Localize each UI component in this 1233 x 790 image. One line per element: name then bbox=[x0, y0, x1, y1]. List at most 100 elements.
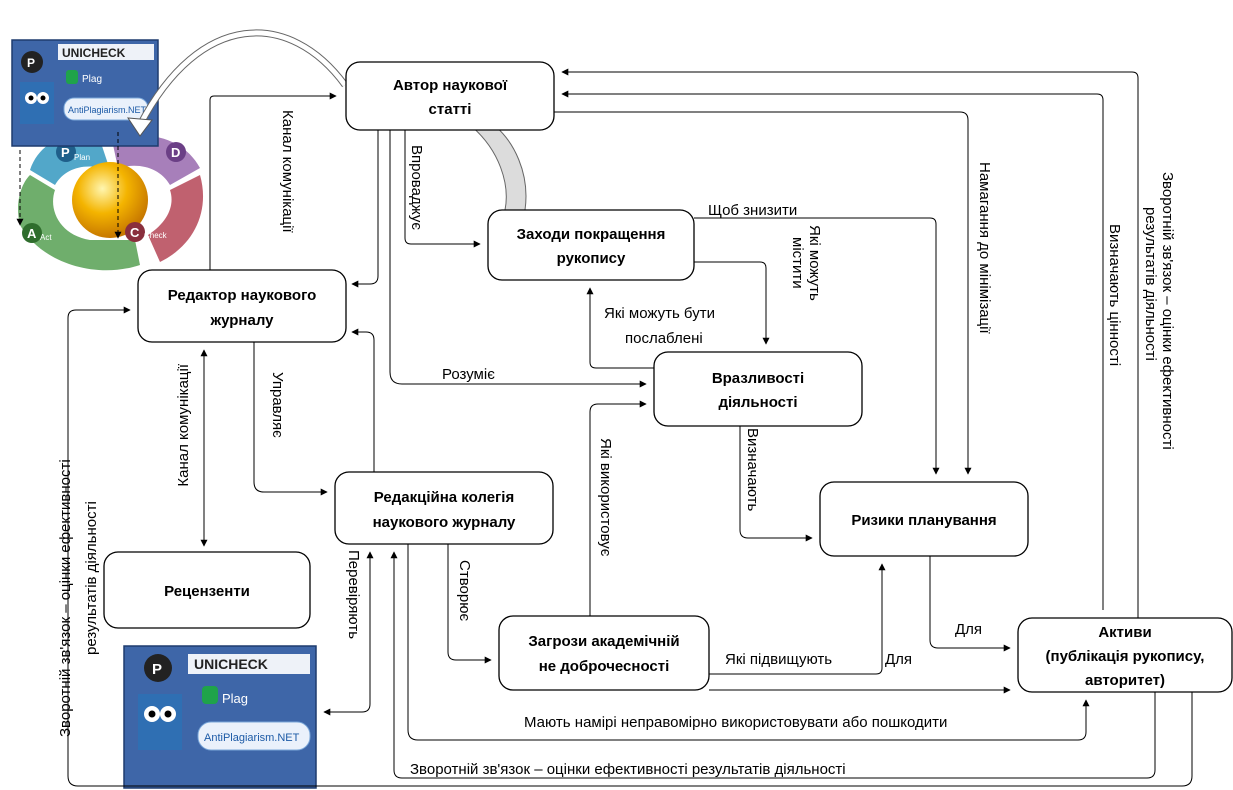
edge-vulnerabilities-to-risks bbox=[739, 426, 813, 542]
unicheck-text: UNICHECK bbox=[62, 46, 126, 60]
label-feedback-left-2: результатів діяльності bbox=[83, 501, 100, 655]
label-manages: Управляє bbox=[269, 372, 286, 438]
author-label-2: статті bbox=[429, 101, 472, 118]
label-feedback-bottom: Зворотній зв'язок – оцінки ефективності … bbox=[410, 761, 846, 778]
edge-measures-to-vulnerabilities bbox=[694, 261, 770, 345]
measures-label-2: рукопису bbox=[557, 250, 626, 267]
threats-box bbox=[498, 615, 710, 691]
plag-logo-icon bbox=[66, 70, 78, 84]
assets-box bbox=[1017, 617, 1233, 693]
unicheck-logo bbox=[58, 44, 154, 60]
label-increase: Які підвищують bbox=[725, 651, 832, 668]
tool-panel-top: P UNICHECK Plag AntiPlagiarism.NET bbox=[11, 39, 159, 147]
label-channel-top: Канал комунікації bbox=[279, 110, 296, 233]
edge-feedback-bottom bbox=[390, 551, 1156, 779]
assets-label-1: Активи bbox=[1098, 624, 1151, 641]
pdca-plan-letter: P bbox=[61, 145, 70, 160]
pdca-cycle: P Plan D C Check A Act bbox=[18, 135, 204, 271]
author-box bbox=[345, 61, 555, 131]
label-determine: Визначають bbox=[744, 428, 761, 512]
label-feedback-left-1: Зворотній зв'язок – оцінки ефективності bbox=[57, 459, 74, 737]
measures-to-author-band bbox=[468, 121, 527, 211]
label-determine-value: Визначають цінності bbox=[1106, 224, 1123, 366]
edge-assets-to-author-value bbox=[561, 90, 1104, 610]
edge-author-to-risks bbox=[554, 111, 972, 475]
editor-label-1: Редактор наукового bbox=[168, 287, 317, 304]
edge-author-to-measures bbox=[404, 130, 481, 248]
edge-vulnerabilities-to-measures bbox=[586, 287, 654, 369]
edge-feedback-right bbox=[561, 68, 1139, 618]
label-may-contain-2: містити bbox=[789, 237, 806, 289]
pdca-plan-badge bbox=[56, 142, 76, 162]
edge-author-to-editor bbox=[351, 130, 379, 288]
assets-label-3: авторитет) bbox=[1085, 672, 1165, 689]
author-label-1: Автор наукової bbox=[393, 77, 508, 94]
vulnerabilities-label-1: Вразливості bbox=[712, 370, 804, 387]
edge-author-to-vulnerabilities bbox=[389, 130, 647, 388]
risks-box bbox=[819, 481, 1029, 557]
node-reviewers: Рецензенти bbox=[103, 551, 311, 629]
plag-logo-icon-2 bbox=[202, 686, 218, 704]
edge-feedback-left bbox=[67, 306, 1193, 787]
author-to-tools-arrowhead bbox=[127, 117, 153, 137]
p-logo-text-2: P bbox=[152, 661, 162, 678]
edge-editor-to-author bbox=[209, 92, 337, 270]
pdca-check-segment bbox=[148, 175, 204, 262]
label-feedback-right-1: Зворотній зв'язок – оцінки ефективності bbox=[1159, 172, 1176, 450]
node-board: Редакційна колегія наукового журналу bbox=[334, 471, 554, 545]
edge-measures-to-risks bbox=[694, 217, 940, 475]
label-uses: Які використовує bbox=[597, 438, 614, 557]
measures-label-1: Заходи покращення bbox=[517, 226, 666, 243]
owl-logo-icon bbox=[20, 82, 54, 124]
unicheck-text-2: UNICHECK bbox=[194, 656, 268, 672]
node-threats: Загрози академічній не доброчесності bbox=[498, 615, 710, 691]
editor-label-2: журналу bbox=[209, 312, 274, 329]
pdca-do-letter: D bbox=[171, 145, 180, 160]
p-logo-text: P bbox=[27, 56, 35, 70]
label-understands: Розуміє bbox=[442, 366, 495, 383]
threats-label-2: не доброчесності bbox=[539, 658, 670, 675]
vulnerabilities-label-2: діяльності bbox=[718, 394, 797, 411]
vulnerabilities-box bbox=[653, 351, 863, 427]
node-vulnerabilities: Вразливості діяльності bbox=[653, 351, 863, 427]
label-implements: Впроваджує bbox=[408, 145, 425, 230]
pdca-check-letter: C bbox=[130, 225, 140, 240]
label-for-2: Для bbox=[885, 651, 912, 668]
pdca-center-ball bbox=[72, 162, 148, 238]
label-feedback-right-2: результатів діяльності bbox=[1142, 207, 1159, 361]
board-label-1: Редакційна колегія bbox=[374, 489, 514, 506]
label-may-be-weakened-2: послаблені bbox=[625, 330, 703, 347]
p-logo-icon-2 bbox=[144, 654, 172, 682]
label-intend-misuse: Мають намірі неправомірно використовуват… bbox=[524, 714, 947, 731]
board-box bbox=[334, 471, 554, 545]
edge-board-to-threats bbox=[447, 544, 492, 664]
editor-box bbox=[137, 269, 347, 343]
risks-label: Ризики планування bbox=[851, 512, 996, 529]
edge-threats-to-risks bbox=[709, 563, 886, 675]
reviewers-box bbox=[103, 551, 311, 629]
pdca-plan-label: Plan bbox=[74, 153, 90, 162]
label-minimization: Намагання до мінімізації bbox=[976, 162, 993, 334]
author-to-tools-curve bbox=[137, 30, 348, 127]
pdca-act-letter: A bbox=[27, 226, 37, 241]
assets-label-2: (публікація рукопису, bbox=[1046, 648, 1205, 665]
reviewers-label: Рецензенти bbox=[164, 583, 250, 600]
plag-text: Plag bbox=[82, 74, 102, 85]
owl-logo-icon-2 bbox=[138, 694, 182, 750]
edge-board-to-editor bbox=[351, 328, 375, 472]
label-may-be-weakened-1: Які можуть бути bbox=[604, 305, 715, 322]
edge-editor-to-board bbox=[253, 342, 328, 496]
edge-board-tools bbox=[323, 551, 374, 716]
label-for-1: Для bbox=[955, 621, 982, 638]
node-measures: Заходи покращення рукопису bbox=[487, 209, 695, 281]
antiplagiarism-text-2: AntiPlagiarism.NET bbox=[204, 732, 300, 744]
pdca-act-segment bbox=[18, 175, 140, 271]
p-logo-icon bbox=[21, 51, 43, 73]
plag-text-2: Plag bbox=[222, 691, 248, 706]
pdca-check-label: Check bbox=[144, 231, 168, 240]
unicheck-logo-2 bbox=[188, 654, 310, 674]
pdca-act-label: Act bbox=[40, 233, 52, 242]
label-may-contain-1: Які можуть bbox=[806, 225, 823, 301]
measures-box bbox=[487, 209, 695, 281]
